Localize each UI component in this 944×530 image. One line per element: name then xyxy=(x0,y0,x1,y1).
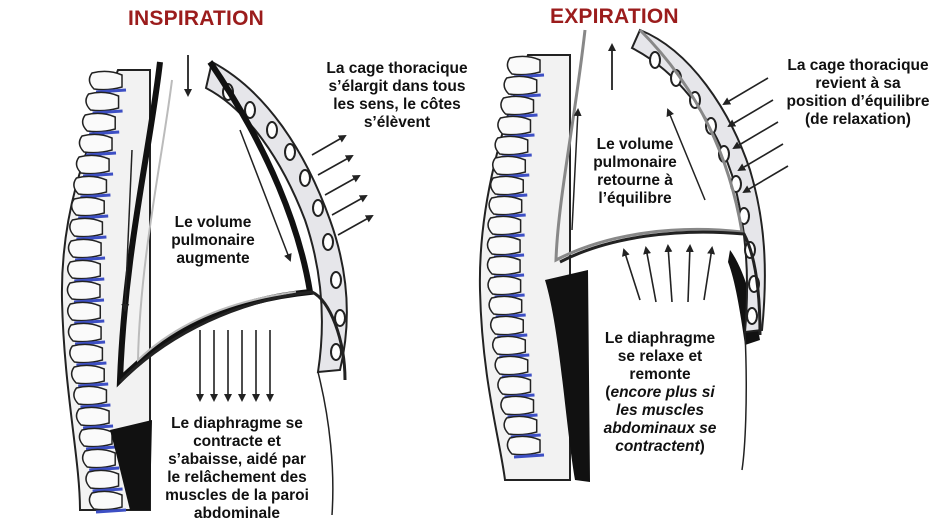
expiration-arrow-right xyxy=(666,108,706,201)
expiration-lung xyxy=(554,28,744,263)
vertebra xyxy=(67,238,102,259)
rib-section-icon xyxy=(312,199,324,217)
rib-section-icon xyxy=(330,343,342,361)
vertebral-disc xyxy=(74,319,105,325)
vertebra xyxy=(486,235,521,256)
vertebral-disc xyxy=(76,235,107,241)
rib-section-icon xyxy=(266,121,278,139)
inspiration-diaphragm-muscle xyxy=(110,420,152,510)
vertebra xyxy=(500,95,535,116)
vertebra xyxy=(75,406,110,427)
rib-section-icon xyxy=(334,309,346,327)
vertebral-disc xyxy=(76,361,107,367)
vertebra xyxy=(81,112,116,133)
vertebra xyxy=(78,427,113,448)
vertebral-disc xyxy=(74,277,105,283)
vertebra xyxy=(486,255,521,276)
vertebra xyxy=(487,215,522,236)
inspiration-arrow-right xyxy=(239,129,292,262)
vertebra xyxy=(494,135,529,156)
rib-section-icon xyxy=(649,51,661,69)
vertebra xyxy=(489,315,525,336)
vertebra xyxy=(506,435,541,456)
vertebra xyxy=(67,322,102,343)
vertebra xyxy=(85,469,120,490)
inspiration-lung xyxy=(116,60,314,388)
vertebral-disc xyxy=(95,508,127,514)
vertebral-disc xyxy=(89,466,120,472)
expiration-diaphragm xyxy=(559,230,762,336)
expiration-title: EXPIRATION xyxy=(550,5,679,28)
vertebra xyxy=(69,217,104,238)
vertebra xyxy=(497,375,532,396)
vertebra xyxy=(78,133,113,154)
vertebra xyxy=(494,355,529,376)
rib-section-icon xyxy=(244,101,256,119)
vertebra xyxy=(69,343,104,364)
rib-section-icon xyxy=(746,307,758,325)
inspiration-diaphragm xyxy=(118,290,347,384)
rib-section-icon xyxy=(299,169,311,187)
vertebra xyxy=(489,175,525,196)
vertebra xyxy=(73,385,108,406)
vertebral-disc xyxy=(85,445,117,451)
vertebra xyxy=(81,448,116,469)
vertebra xyxy=(88,70,123,91)
vertebra xyxy=(66,301,102,322)
vertebra xyxy=(70,196,105,217)
vertebral-disc xyxy=(78,382,109,388)
vertebra xyxy=(75,154,110,175)
inspiration-vertebrae xyxy=(66,70,127,514)
vertebra xyxy=(492,335,527,356)
vertebra xyxy=(503,75,538,96)
expiration-diaphragm-muscle xyxy=(545,270,590,482)
vertebra xyxy=(66,280,101,301)
vertebra xyxy=(88,490,123,511)
expiration-arrow-left xyxy=(571,108,582,231)
expiration-vertebrae xyxy=(486,55,545,459)
expiration-figure xyxy=(478,28,789,482)
vertebral-disc xyxy=(74,256,106,262)
vertebra xyxy=(66,259,102,280)
inspiration-rib-arrows xyxy=(311,135,374,236)
vertebral-disc xyxy=(513,453,545,459)
vertebra xyxy=(506,55,541,76)
rib-section-icon xyxy=(284,143,296,161)
inspiration-arrow-left xyxy=(121,149,133,312)
vertebra xyxy=(500,395,535,416)
vertebra xyxy=(70,364,105,385)
vertebra xyxy=(488,295,523,316)
vertebral-disc xyxy=(92,487,123,493)
inspiration-diaphragm-arrows xyxy=(196,330,274,402)
vertebra xyxy=(503,415,538,436)
expiration-diaphragm-arrows xyxy=(622,244,716,303)
vertebral-disc xyxy=(82,424,114,430)
vertebra xyxy=(488,195,523,216)
vertebral-disc xyxy=(78,214,109,220)
vertebral-disc xyxy=(74,340,106,346)
rib-section-icon xyxy=(322,233,334,251)
rib-section-icon xyxy=(330,271,342,289)
vertebra xyxy=(487,275,522,296)
vertebra xyxy=(492,155,527,176)
expiration-rib-arrows xyxy=(722,77,789,194)
vertebral-disc xyxy=(73,298,105,304)
vertebra xyxy=(73,175,108,196)
vertebra xyxy=(85,91,120,112)
inspiration-figure xyxy=(60,55,374,516)
vertebra xyxy=(497,115,532,136)
inspiration-title: INSPIRATION xyxy=(128,7,264,30)
vertebral-disc xyxy=(80,403,111,409)
